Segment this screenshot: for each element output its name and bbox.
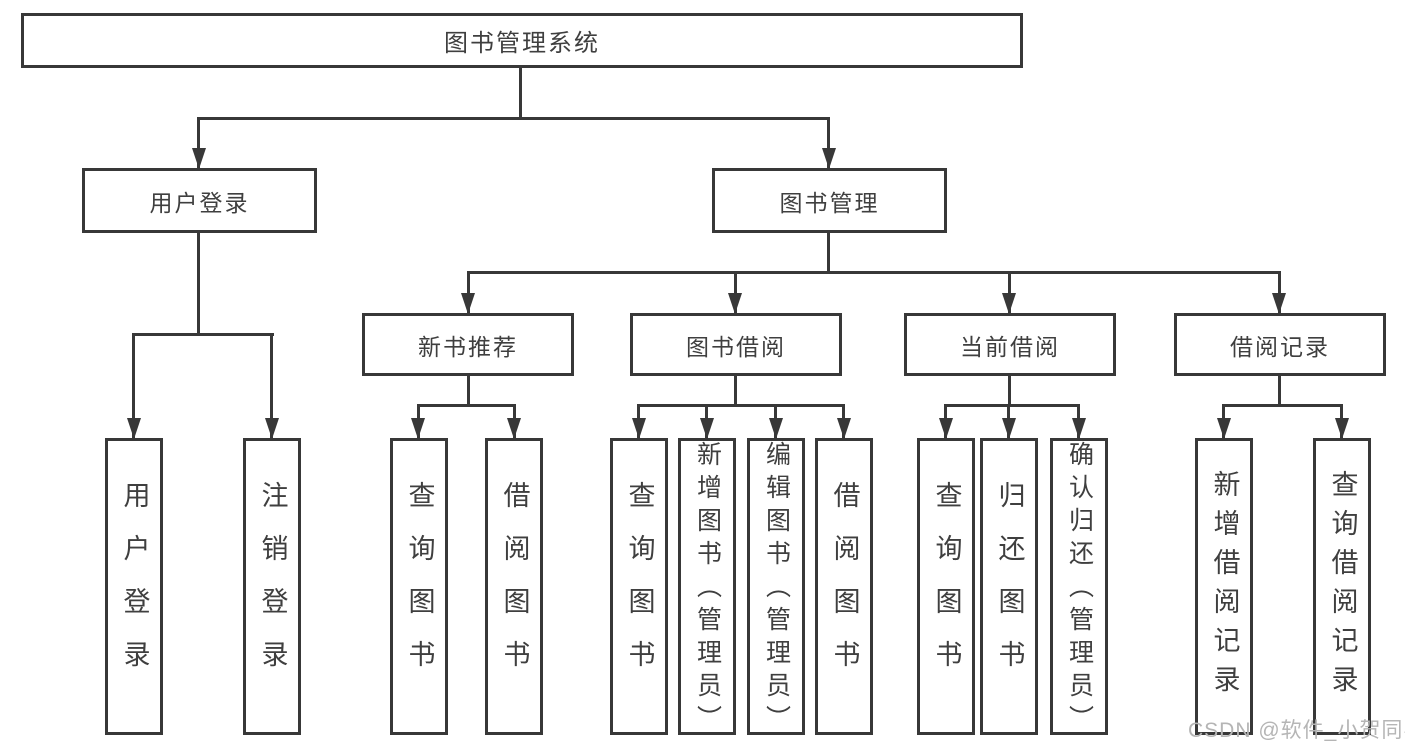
node-label: 借阅图书 bbox=[829, 480, 860, 693]
arrowhead-down-icon bbox=[632, 418, 646, 439]
node-label: 新增借阅记录 bbox=[1209, 469, 1240, 704]
node-label: 编辑图书（管理员） bbox=[762, 441, 791, 738]
arrowhead-down-icon bbox=[127, 418, 141, 439]
leaf-add-borrow-record: 新增借阅记录 bbox=[1195, 438, 1253, 735]
connector-stem bbox=[519, 68, 522, 120]
node-label: 归还图书 bbox=[994, 480, 1025, 693]
arrowhead-down-icon bbox=[265, 418, 279, 439]
arrowhead-down-icon bbox=[1002, 293, 1016, 314]
node-book-management: 图书管理 bbox=[712, 168, 947, 233]
node-label: 图书管理系统 bbox=[444, 30, 600, 57]
arrowhead-down-icon bbox=[461, 293, 475, 314]
leaf-edit-books-admin: 编辑图书（管理员） bbox=[747, 438, 805, 738]
leaf-borrow-books-recommend: 借阅图书 bbox=[485, 438, 543, 735]
arrowhead-down-icon bbox=[1272, 293, 1286, 314]
node-label: 图书借阅 bbox=[686, 333, 786, 360]
node-library-system: 图书管理系统 bbox=[21, 13, 1023, 68]
node-label: 当前借阅 bbox=[960, 333, 1060, 360]
node-label: 查询图书 bbox=[404, 480, 435, 693]
connector-stem bbox=[827, 233, 830, 274]
leaf-return-books: 归还图书 bbox=[980, 438, 1038, 735]
connector-drop bbox=[1008, 271, 1011, 313]
connector-bar bbox=[944, 404, 1080, 407]
connector-drop bbox=[734, 271, 737, 313]
node-label: 查询图书 bbox=[624, 480, 655, 693]
node-label: 注销登录 bbox=[257, 480, 288, 693]
leaf-query-borrow-record: 查询借阅记录 bbox=[1313, 438, 1371, 735]
connector-drop bbox=[270, 333, 273, 438]
connector-bar bbox=[132, 333, 274, 336]
connector-stem bbox=[1008, 376, 1011, 406]
node-user-login: 用户登录 bbox=[82, 168, 317, 233]
node-label: 用户登录 bbox=[119, 480, 150, 693]
leaf-logout: 注销登录 bbox=[243, 438, 301, 735]
arrowhead-down-icon bbox=[1072, 418, 1086, 439]
arrowhead-down-icon bbox=[837, 418, 851, 439]
connector-stem bbox=[197, 233, 200, 336]
connector-stem bbox=[734, 376, 737, 406]
node-book-borrowing: 图书借阅 bbox=[630, 313, 842, 376]
connector-drop bbox=[827, 117, 830, 168]
arrowhead-down-icon bbox=[939, 418, 953, 439]
node-new-book-recommendation: 新书推荐 bbox=[362, 313, 574, 376]
node-borrowing-records: 借阅记录 bbox=[1174, 313, 1386, 376]
node-label: 新书推荐 bbox=[418, 333, 518, 360]
arrowhead-down-icon bbox=[700, 418, 714, 439]
connector-drop bbox=[1278, 271, 1281, 313]
leaf-query-books-current: 查询图书 bbox=[917, 438, 975, 735]
arrowhead-down-icon bbox=[1335, 418, 1349, 439]
connector-bar bbox=[197, 117, 830, 120]
arrowhead-down-icon bbox=[507, 418, 521, 439]
node-label: 查询图书 bbox=[931, 480, 962, 693]
leaf-query-books-borrowing: 查询图书 bbox=[610, 438, 668, 735]
watermark: CSDN @软件_小贺同学 bbox=[1188, 719, 1405, 742]
leaf-add-books-admin: 新增图书（管理员） bbox=[678, 438, 736, 738]
node-label: 确认归还（管理员） bbox=[1065, 441, 1094, 738]
node-label: 借阅记录 bbox=[1230, 333, 1330, 360]
leaf-user-login: 用户登录 bbox=[105, 438, 163, 735]
connector-stem bbox=[467, 376, 470, 406]
connector-drop bbox=[132, 333, 135, 438]
node-label: 借阅图书 bbox=[499, 480, 530, 693]
node-label: 查询借阅记录 bbox=[1327, 469, 1358, 704]
connector-bar bbox=[1222, 404, 1343, 407]
node-label: 图书管理 bbox=[779, 189, 880, 216]
connector-bar bbox=[467, 271, 1280, 274]
arrowhead-down-icon bbox=[728, 293, 742, 314]
arrowhead-down-icon bbox=[822, 148, 836, 169]
leaf-confirm-return-admin: 确认归还（管理员） bbox=[1050, 438, 1108, 738]
node-current-borrowing: 当前借阅 bbox=[904, 313, 1116, 376]
arrowhead-down-icon bbox=[411, 418, 425, 439]
leaf-borrow-books-borrowing: 借阅图书 bbox=[815, 438, 873, 735]
connector-bar bbox=[637, 404, 845, 407]
arrowhead-down-icon bbox=[192, 148, 206, 169]
connector-drop bbox=[197, 117, 200, 168]
arrowhead-down-icon bbox=[1002, 418, 1016, 439]
leaf-query-books-recommend: 查询图书 bbox=[390, 438, 448, 735]
arrowhead-down-icon bbox=[769, 418, 783, 439]
connector-bar bbox=[417, 404, 516, 407]
node-label: 用户登录 bbox=[149, 189, 250, 216]
node-label: 新增图书（管理员） bbox=[693, 441, 722, 738]
connector-stem bbox=[1278, 376, 1281, 406]
arrowhead-down-icon bbox=[1217, 418, 1231, 439]
connector-drop bbox=[467, 271, 470, 313]
